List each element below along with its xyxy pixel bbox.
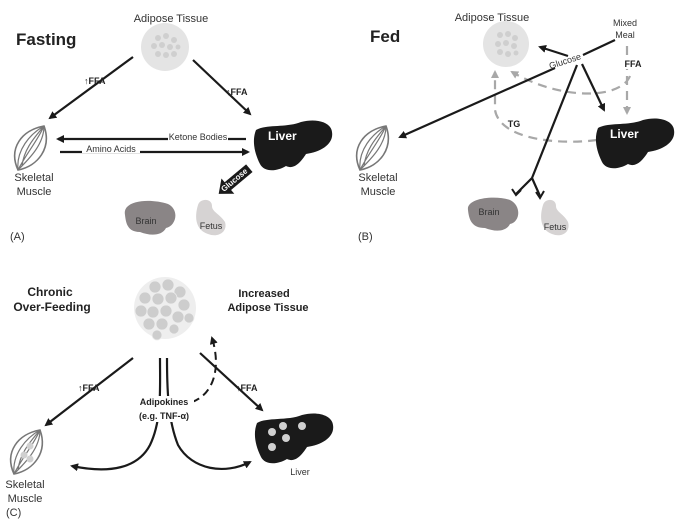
adipose-tissue-icon: [141, 23, 189, 71]
adipose-label: Increased: [238, 288, 289, 300]
ffa-label: ↑FFA: [84, 76, 106, 86]
muscle-label: Muscle: [17, 186, 52, 198]
skeletal-muscle-icon: [13, 125, 48, 171]
brain-icon: [124, 200, 176, 235]
panel-tag: (C): [6, 507, 21, 519]
skeletal-muscle-icon: [355, 125, 390, 171]
panel-fed: Fed Adipose Tissue Mixed Meal Glucose FF…: [355, 12, 675, 243]
tg-dashed-arrow: [491, 70, 598, 143]
adipokines-feedback-dashed-arrow: [191, 336, 218, 403]
muscle-label: Skeletal: [5, 479, 44, 491]
ffa-label: ↑FFA: [78, 383, 100, 393]
fetus-label: Fetus: [544, 222, 567, 232]
brain-icon: [467, 197, 519, 231]
meal-label: Mixed: [613, 18, 637, 28]
panel-title: Fed: [370, 27, 400, 46]
fetus-icon: [541, 199, 569, 236]
glucose-to-muscle-arrow: [398, 66, 556, 139]
glucose-to-adipose-arrow: [538, 45, 569, 58]
fetus-icon: [196, 199, 226, 236]
adipose-label: Adipose Tissue: [455, 12, 530, 24]
liver-label: Liver: [268, 129, 297, 143]
ffa-arrow-liver: [192, 59, 252, 116]
panel-title: Fasting: [16, 30, 76, 49]
adipose-tissue-icon: [483, 21, 529, 67]
adipokines-label: Adipokines: [140, 397, 189, 407]
adipokines-label: (e.g. TNF-α): [139, 411, 189, 421]
fatty-skeletal-muscle-icon: [9, 429, 44, 475]
meal-label: Meal: [615, 30, 635, 40]
liver-label: Liver: [290, 467, 310, 477]
ffa-label: ↑FFA: [226, 87, 248, 97]
adipokines-to-muscle-arrow: [70, 357, 162, 472]
amino-label: Amino Acids: [86, 144, 136, 154]
glucose-label: Glucose: [219, 166, 249, 194]
enlarged-adipose-tissue-icon: [134, 277, 196, 341]
ffa-arrow-muscle: [44, 357, 134, 427]
ffa-label: FFA: [625, 59, 642, 69]
panel-tag: (A): [10, 231, 25, 243]
muscle-label: Muscle: [361, 186, 396, 198]
panel-tag: (B): [358, 231, 373, 243]
muscle-label: Skeletal: [14, 172, 53, 184]
liver-label: Liver: [610, 127, 639, 141]
brain-label: Brain: [135, 216, 156, 226]
glucose-to-brain-fetus-arrow: [515, 64, 579, 197]
panel-chronic-over-feeding: Chronic Over-Feeding Increased Adipose T…: [5, 277, 334, 519]
tg-label: TG: [508, 119, 521, 129]
muscle-label: Muscle: [8, 493, 43, 505]
panel-title: Over-Feeding: [13, 300, 90, 314]
fatty-liver-icon: [254, 413, 334, 464]
panel-fasting: Fasting Adipose Tissue ↑FFA ↑FFA Liver S…: [10, 13, 333, 243]
adipokines-to-liver-arrow: [165, 357, 252, 470]
glucose-arrow: [218, 164, 253, 194]
panel-title: Chronic: [27, 285, 73, 299]
ffa-arrow-muscle: [48, 56, 134, 120]
ffa-label: ↑FFA: [236, 383, 258, 393]
adipose-label: Adipose Tissue: [227, 302, 308, 314]
muscle-label: Skeletal: [358, 172, 397, 184]
glucose-to-liver-arrow: [581, 63, 606, 112]
fetus-label: Fetus: [200, 221, 223, 231]
ffa-arrow-liver: [199, 352, 264, 412]
adipose-label: Adipose Tissue: [134, 13, 209, 25]
liver-icon: [595, 118, 675, 169]
liver-icon: [253, 120, 333, 171]
meal-line: [582, 39, 616, 56]
ketone-label: Ketone Bodies: [169, 132, 228, 142]
brain-label: Brain: [478, 207, 499, 217]
